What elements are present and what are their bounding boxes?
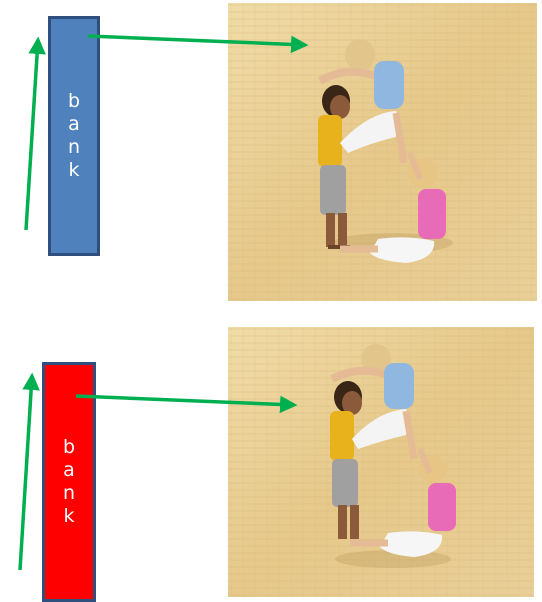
- bar-letter: n: [62, 482, 76, 504]
- arrows-layer: [18, 372, 298, 571]
- up-arrow-icon: [18, 372, 40, 571]
- bottom-panel: b a n k: [0, 300, 542, 602]
- bar-letter: k: [63, 505, 75, 527]
- bar-letter: n: [67, 136, 81, 158]
- up-arrow-icon: [24, 36, 46, 231]
- word-bar-bank: b a n k: [48, 16, 100, 256]
- bar-letter: b: [67, 90, 81, 112]
- bar-letter: a: [63, 459, 75, 481]
- right-arrow-icon: [75, 394, 298, 414]
- arrows-layer: [24, 34, 309, 231]
- letter-b-figure-image: [228, 3, 537, 301]
- bar-letter: b: [62, 436, 76, 458]
- bar-letter: k: [68, 159, 80, 181]
- word-bar-bank: b a n k: [42, 362, 96, 602]
- bar-letter: a: [68, 113, 80, 135]
- right-arrow-icon: [87, 34, 309, 54]
- letter-b-figure-image: [228, 327, 534, 597]
- top-panel: b a n k: [0, 0, 542, 301]
